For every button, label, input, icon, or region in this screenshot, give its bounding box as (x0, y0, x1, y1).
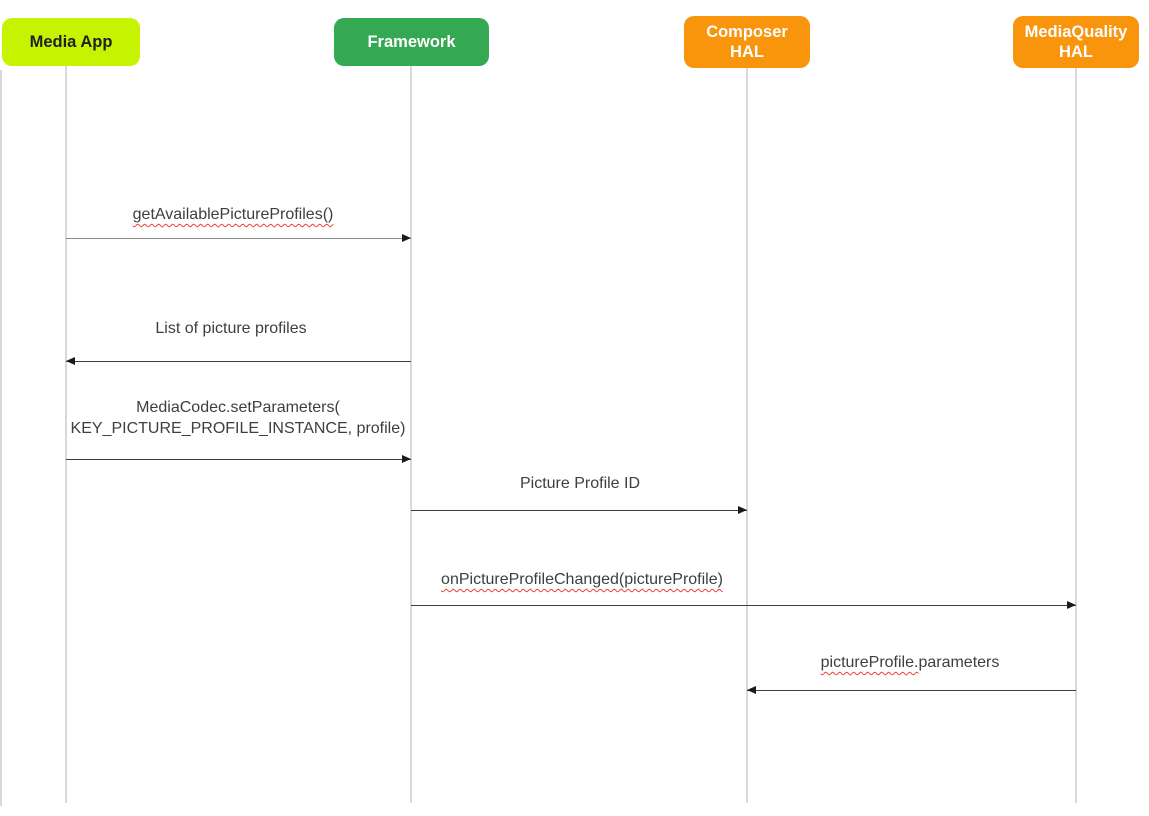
arrow-picture-profile-parameters[interactable] (747, 686, 1076, 694)
actor-box-composer-hal[interactable]: Composer HAL (684, 16, 810, 68)
lifeline-media-app (65, 66, 67, 803)
label-picture-profile-parameters-underlined-part: pictureProfile. (820, 654, 919, 671)
arrow-mediacodec-set-parameters[interactable] (66, 455, 411, 463)
slide-edge (0, 70, 2, 806)
lifeline-mediaquality-hal (1075, 68, 1077, 803)
arrow-picture-profile-id[interactable] (411, 506, 747, 514)
arrow-get-available-picture-profiles[interactable] (66, 234, 411, 242)
label-picture-profile-parameters-rest: parameters (918, 654, 1000, 671)
label-on-picture-profile-changed[interactable]: onPictureProfileChanged(pictureProfile) (441, 571, 723, 588)
label-mediacodec-set-parameters[interactable]: MediaCodec.setParameters( KEY_PICTURE_PR… (70, 399, 406, 437)
lifeline-framework (410, 66, 412, 803)
label-picture-profile-id[interactable]: Picture Profile ID (519, 475, 641, 492)
actor-box-media-app[interactable]: Media App (2, 18, 140, 66)
lifeline-composer-hal (746, 68, 748, 803)
arrow-on-picture-profile-changed[interactable] (411, 601, 1076, 609)
arrow-list-of-picture-profiles[interactable] (66, 357, 411, 365)
actor-box-framework[interactable]: Framework (334, 18, 489, 66)
actor-box-mediaquality-hal[interactable]: MediaQuality HAL (1013, 16, 1139, 68)
label-list-of-picture-profiles[interactable]: List of picture profiles (155, 320, 307, 337)
label-picture-profile-parameters[interactable]: pictureProfile.parameters (821, 652, 1000, 673)
label-get-available-picture-profiles[interactable]: getAvailablePictureProfiles() (132, 206, 334, 223)
